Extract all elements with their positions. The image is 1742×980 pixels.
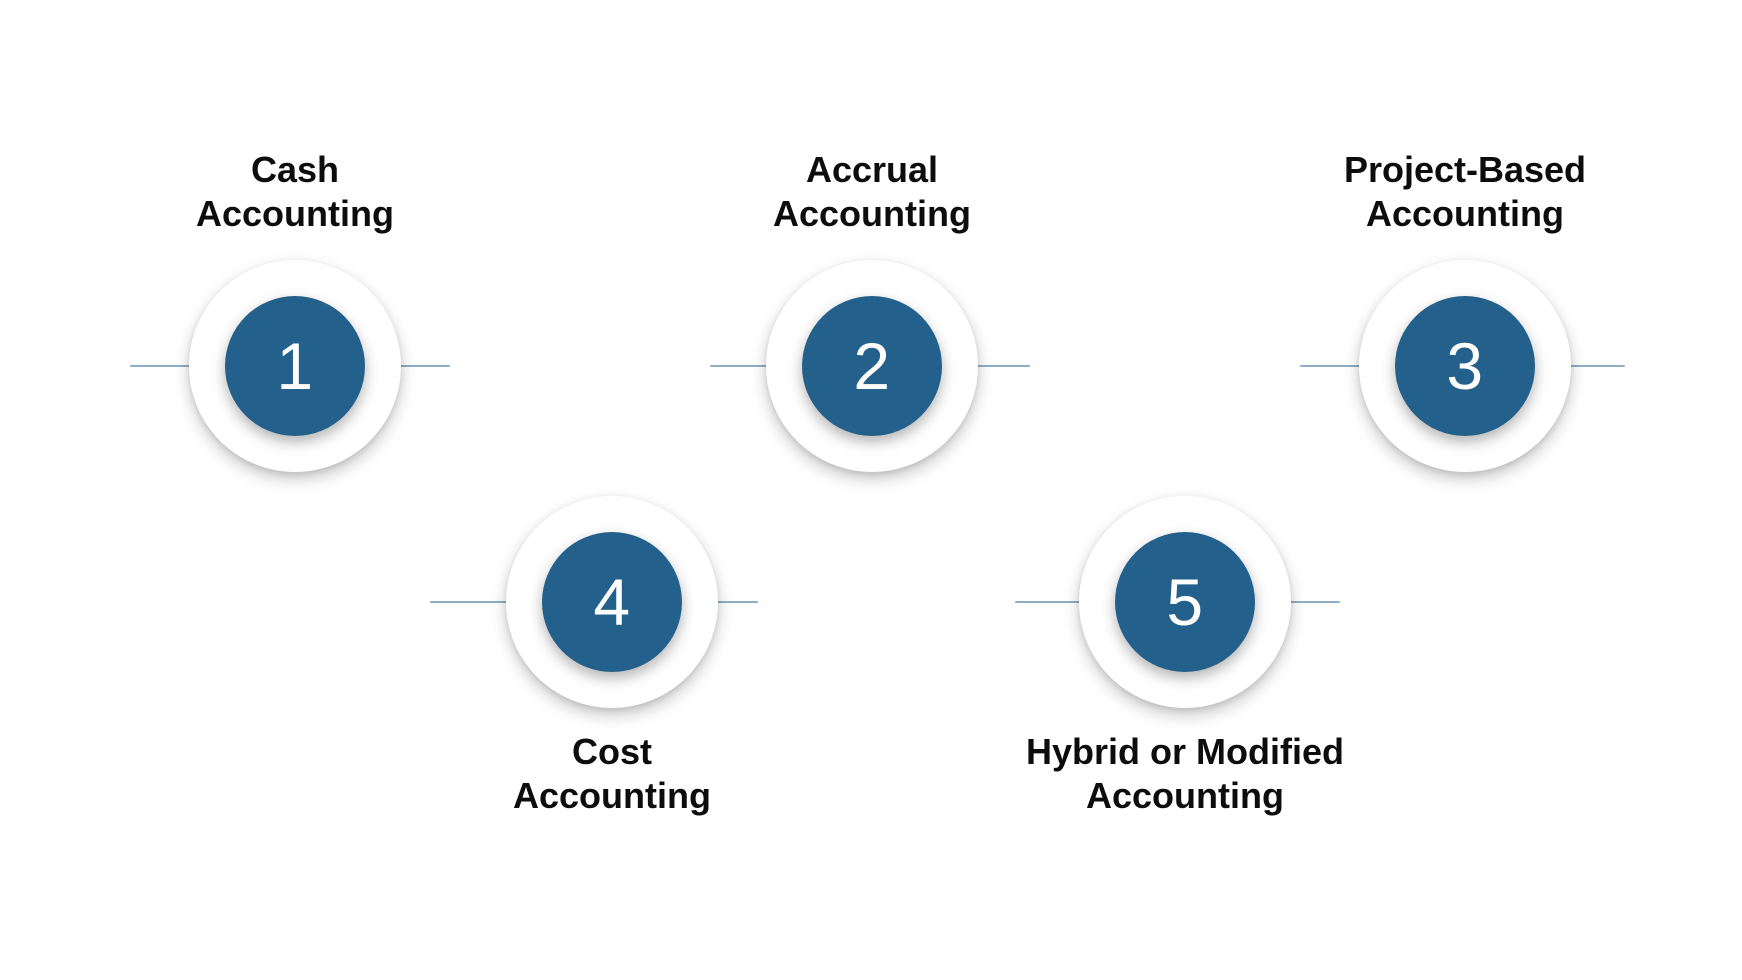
connector-2-left [710,365,815,367]
node-2[interactable]: 2 [766,260,978,472]
node-3-number: 3 [1446,329,1484,403]
node-1-badge: 1 [225,296,365,436]
node-5-label: Hybrid or Modified Accounting [1026,731,1344,816]
node-2-label: Accrual Accounting [773,149,971,234]
node-4[interactable]: 4 [506,496,718,708]
node-1-label: Cash Accounting [196,149,394,234]
node-4-badge: 4 [542,532,682,672]
node-4-label: Cost Accounting [513,731,711,816]
connector-5-right [1245,601,1340,603]
node-3-badge: 3 [1395,296,1535,436]
node-5-badge: 5 [1115,532,1255,672]
node-1[interactable]: 1 [189,260,401,472]
connector-1-right [355,365,450,367]
connector-4-left [430,601,535,603]
node-1-number: 1 [276,329,314,403]
node-3[interactable]: 3 [1359,260,1571,472]
node-2-number: 2 [853,329,891,403]
node-2-badge: 2 [802,296,942,436]
node-5-number: 5 [1166,565,1204,639]
connector-5-left [1015,601,1120,603]
node-3-label: Project-Based Accounting [1343,149,1587,234]
node-4-number: 4 [593,565,631,639]
connector-3-right [1525,365,1625,367]
connector-2-right [930,365,1030,367]
node-5[interactable]: 5 [1079,496,1291,708]
connector-1-left [130,365,235,367]
connector-3-left [1300,365,1405,367]
